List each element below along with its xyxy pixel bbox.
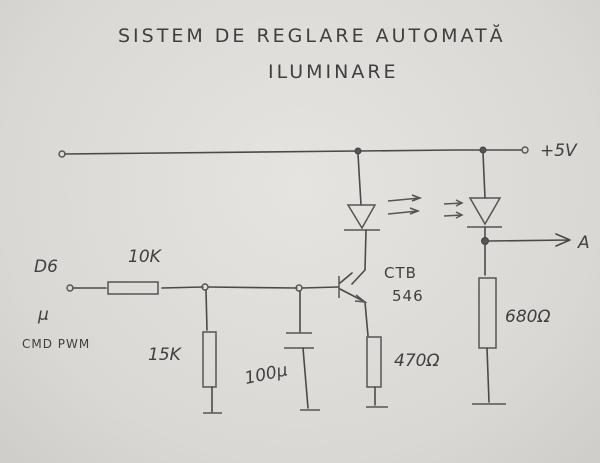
- led-triangle: [346, 204, 377, 230]
- junction-led: [354, 147, 362, 155]
- r-emitter-label: 470Ω: [394, 351, 439, 371]
- led-cathode-wire: [351, 229, 367, 285]
- r-divider-label: 15K: [148, 345, 183, 365]
- wire-to-base: [301, 286, 339, 289]
- led: [344, 153, 380, 285]
- light-arrows-photodiode: [443, 199, 464, 219]
- arrow-icon: [443, 211, 464, 219]
- rail-wire: [64, 149, 523, 155]
- wire: [205, 289, 208, 331]
- supply-rail: [58, 146, 529, 158]
- transistor-emitter: [339, 288, 369, 337]
- arrow-icon: [387, 194, 423, 202]
- input-source-line2: CMD PWM: [22, 337, 90, 351]
- light-arrows-led: [387, 194, 423, 215]
- resistor-body: [366, 336, 382, 388]
- title-line-2: ILUMINARE: [268, 61, 399, 83]
- wire: [302, 347, 309, 409]
- transistor-npn: [338, 272, 369, 337]
- capacitor-label: 100µ: [243, 360, 290, 389]
- junction-photodiode: [479, 146, 487, 154]
- wire: [486, 347, 490, 403]
- resistor-body: [202, 331, 217, 388]
- supply-label: +5V: [540, 141, 578, 161]
- wire: [161, 286, 204, 289]
- input-terminal[interactable]: [66, 284, 74, 292]
- transistor-label-line2: 546: [392, 287, 424, 305]
- resistor-10k: [72, 281, 204, 295]
- transistor-label-line1: CTB: [384, 264, 417, 282]
- capacitor-100u: [284, 290, 320, 411]
- title-line-1: SISTEM DE REGLARE AUTOMATĂ: [118, 23, 506, 47]
- resistor-body: [478, 277, 497, 349]
- r-load-label: 680Ω: [505, 307, 550, 327]
- input-pin-label: D6: [34, 257, 58, 277]
- emitter-arrow-icon: [354, 294, 368, 304]
- arrow-icon: [443, 199, 464, 207]
- wire-to-cap: [207, 286, 298, 289]
- r-series-label: 10K: [128, 247, 163, 267]
- output-label: A: [577, 233, 590, 253]
- led-anode-wire: [357, 153, 362, 206]
- supply-terminal: [521, 146, 529, 154]
- transistor-collector: [339, 272, 353, 284]
- resistor-470: [366, 336, 388, 408]
- arrow-icon: [387, 207, 421, 215]
- photodiode-top-wire: [482, 152, 486, 199]
- resistor-body: [107, 281, 159, 295]
- output-arrow: [488, 233, 571, 247]
- photodiode: [467, 152, 502, 245]
- resistor-680: [472, 243, 506, 405]
- resistor-15k: [202, 289, 222, 414]
- photodiode-triangle: [468, 197, 502, 226]
- input-source-line1: µ: [37, 305, 49, 325]
- rail-left-terminal: [58, 150, 66, 158]
